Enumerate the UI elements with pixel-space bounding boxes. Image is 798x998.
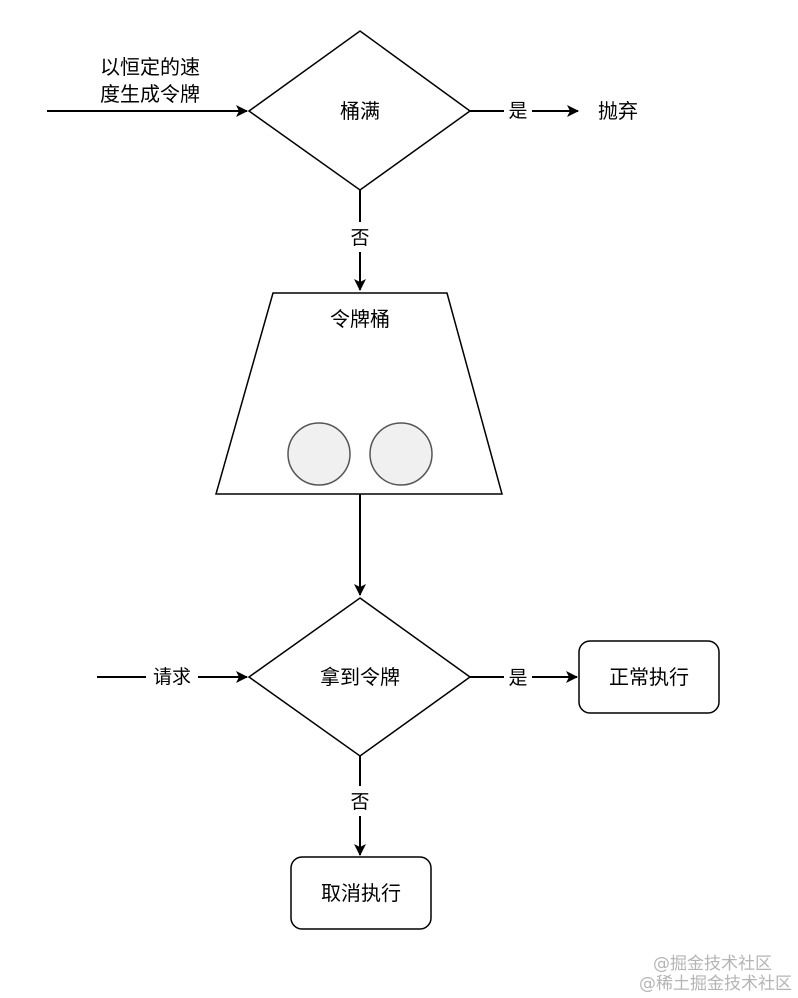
got-token-yes-label: 是 bbox=[508, 667, 527, 689]
generate-rate-label-line2: 度生成令牌 bbox=[100, 82, 200, 106]
bucket-full-no-label: 否 bbox=[350, 227, 369, 249]
token-bucket-label: 令牌桶 bbox=[330, 307, 390, 331]
request-label-bg bbox=[146, 662, 198, 692]
got-token-label: 拿到令牌 bbox=[320, 665, 400, 689]
bucket-full-no-label-bg bbox=[346, 222, 374, 252]
got-token-no-label: 否 bbox=[350, 791, 369, 813]
got-token-yes-label-bg bbox=[504, 662, 532, 692]
bucket-full-yes-label: 是 bbox=[508, 100, 527, 122]
request-label: 请求 bbox=[153, 666, 191, 688]
discard-label: 抛弃 bbox=[598, 99, 638, 123]
token-circle-2 bbox=[369, 422, 433, 486]
bucket-full-label: 桶满 bbox=[340, 99, 380, 123]
execute-normally-box bbox=[578, 640, 720, 714]
token-circle-1 bbox=[287, 422, 351, 486]
cancel-execution-box bbox=[290, 856, 432, 930]
bucket-full-yes-label-bg bbox=[504, 96, 532, 124]
execute-normally-label: 正常执行 bbox=[609, 665, 689, 689]
watermark-line-2: @稀土掘金技术社区 bbox=[639, 974, 792, 994]
cancel-execution-label: 取消执行 bbox=[321, 881, 401, 905]
watermark-line-1: @掘金技术社区 bbox=[653, 954, 772, 974]
got-token-no-label-bg bbox=[346, 786, 374, 816]
generate-rate-label-line1: 以恒定的速 bbox=[100, 55, 200, 79]
